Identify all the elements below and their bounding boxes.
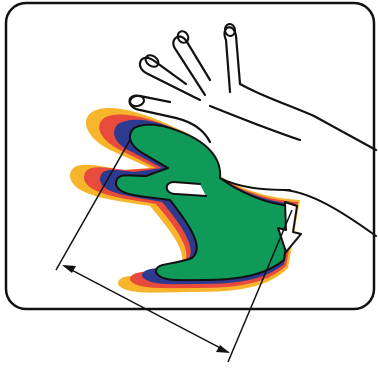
outline-finger-4 bbox=[225, 27, 240, 92]
nail-2 bbox=[143, 53, 160, 69]
thumb bbox=[167, 182, 206, 196]
outline-nails bbox=[129, 23, 236, 107]
colored-motion-trail-hand bbox=[70, 108, 376, 293]
outline-palm-crease bbox=[210, 106, 300, 140]
outline-wrist-top bbox=[240, 84, 376, 150]
lower-wrist bbox=[284, 190, 376, 236]
extension-line-left bbox=[56, 140, 130, 270]
outline-finger-3 bbox=[173, 37, 210, 95]
nail-4 bbox=[224, 23, 236, 37]
